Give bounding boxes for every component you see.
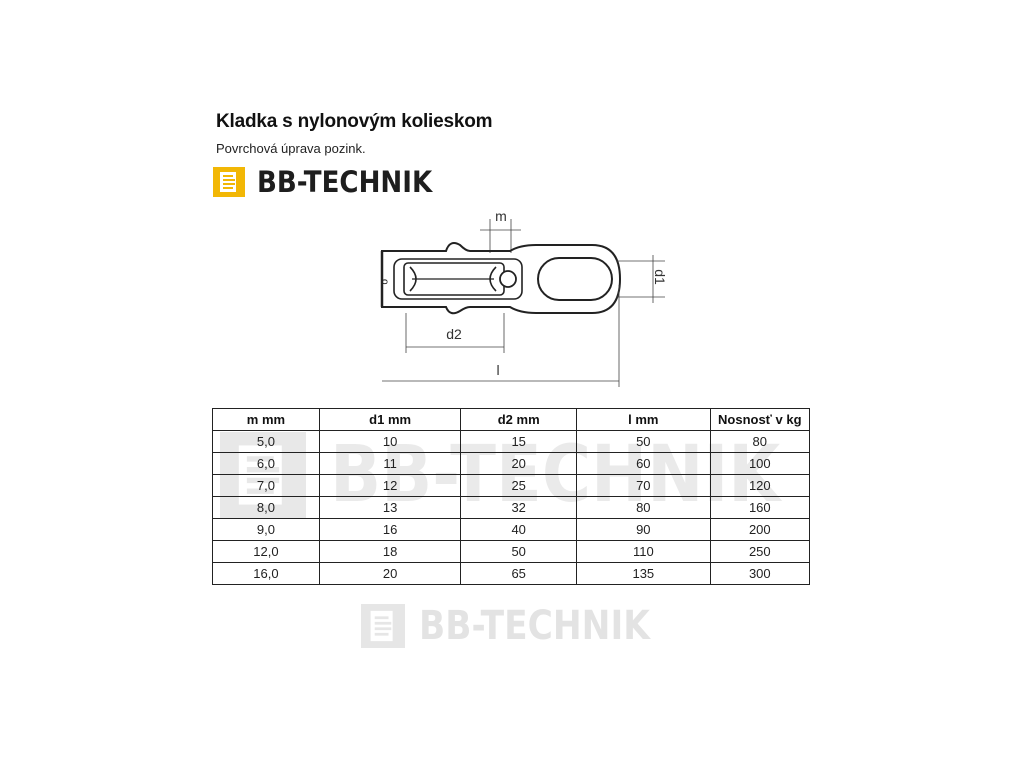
table-cell: 6,0 [212,452,320,475]
table-row: 16,0 20 65 135 300 [212,562,811,585]
table-cell: 7,0 [212,474,320,497]
dimension-label-d1: d1 [652,269,668,285]
table-cell: 65 [460,562,578,585]
column-header-d1: d1 mm [318,408,462,431]
table-cell: 60 [576,452,711,475]
table-row: 9,0 16 40 90 200 [212,518,811,541]
table-cell: 20 [318,562,462,585]
table-row: 8,0 13 32 80 160 [212,496,811,519]
table-cell: 10 [318,430,462,453]
table-cell: 12 [318,474,462,497]
bb-technik-logo-icon [213,167,245,197]
watermark-text: BB-TECHNIK [419,603,650,649]
table-cell: 8,0 [212,496,320,519]
dimension-label-m: m [495,208,507,224]
table-cell: 120 [709,474,811,497]
table-cell: 200 [709,518,811,541]
spec-table-container: BB-TECHNIK m mm d1 mm d2 mm l mm Nosnosť… [212,408,811,585]
table-cell: 50 [576,430,711,453]
table-cell: 80 [576,496,711,519]
brand-logo: BB-TECHNIK [213,164,452,200]
table-row: 12,0 18 50 110 250 [212,540,811,563]
table-cell: 18 [318,540,462,563]
brand-name: BB-TECHNIK [257,165,433,199]
table-cell: 50 [460,540,578,563]
dimension-label-l: l [496,362,499,378]
spec-table: m mm d1 mm d2 mm l mm Nosnosť v kg 5,0 1… [212,408,811,585]
table-cell: 11 [318,452,462,475]
table-cell: 9,0 [212,518,320,541]
table-row: 5,0 10 15 50 80 [212,430,811,453]
table-cell: 32 [460,496,578,519]
product-title: Kladka s nylonovým kolieskom [216,111,493,132]
table-cell: 90 [576,518,711,541]
pulley-technical-drawing: m o d1 d2 l [379,208,668,387]
table-cell: 16 [318,518,462,541]
table-cell: 160 [709,496,811,519]
bottom-watermark: BB-TECHNIK [361,603,688,649]
table-cell: 15 [460,430,578,453]
table-cell: 5,0 [212,430,320,453]
table-cell: 80 [709,430,811,453]
table-cell: 70 [576,474,711,497]
table-cell: 12,0 [212,540,320,563]
column-header-l: l mm [576,408,711,431]
watermark-logo-icon [361,604,405,648]
dimension-label-d2: d2 [446,326,462,342]
table-cell: 100 [709,452,811,475]
table-header-row: m mm d1 mm d2 mm l mm Nosnosť v kg [212,408,811,431]
product-subtitle: Povrchová úprava pozink. [216,141,366,156]
table-cell: 20 [460,452,578,475]
table-cell: 135 [576,562,711,585]
table-row: 7,0 12 25 70 120 [212,474,811,497]
table-cell: 40 [460,518,578,541]
table-cell: 25 [460,474,578,497]
column-header-m: m mm [212,408,320,431]
column-header-load: Nosnosť v kg [709,408,811,431]
table-cell: 250 [709,540,811,563]
table-cell: 300 [709,562,811,585]
table-cell: 13 [318,496,462,519]
table-cell: 110 [576,540,711,563]
column-header-d2: d2 mm [460,408,578,431]
table-row: 6,0 11 20 60 100 [212,452,811,475]
table-cell: 16,0 [212,562,320,585]
svg-text:o: o [379,279,390,285]
